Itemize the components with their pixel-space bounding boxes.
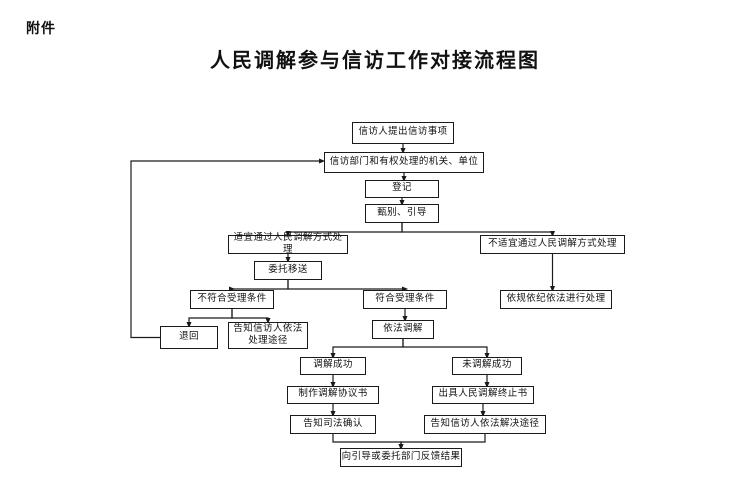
flow-node-n2: 信访部门和有权处理的机关、单位 xyxy=(324,152,484,173)
flow-node-n8: 不符合受理条件 xyxy=(190,290,274,309)
flow-node-n9: 符合受理条件 xyxy=(363,290,447,309)
flow-node-n3: 登记 xyxy=(365,180,439,198)
flow-node-n14: 调解成功 xyxy=(300,357,366,375)
flow-node-n10: 依规依纪依法进行处理 xyxy=(500,290,612,309)
flow-node-n5: 适宜通过人民调解方式处理 xyxy=(228,233,348,255)
flow-node-n7: 委托移送 xyxy=(254,261,322,280)
flow-node-n18: 告知司法确认 xyxy=(290,415,376,434)
flow-node-n15: 未调解成功 xyxy=(452,357,522,375)
flow-edge-n8-n12 xyxy=(231,309,271,325)
attachment-label: 附件 xyxy=(26,21,56,37)
flow-edge-n13-n15 xyxy=(402,339,490,360)
flow-node-n12: 告知信访人依法 处理途径 xyxy=(228,322,308,349)
flow-edge-n7-n8 xyxy=(228,280,289,292)
flow-node-n20: 向引导或委托部门反馈结果 xyxy=(340,448,462,467)
flow-node-n6: 不适宜通过人民调解方式处理 xyxy=(480,235,625,254)
flow-edge-n7-n9 xyxy=(287,280,409,292)
flow-node-n13: 依法调解 xyxy=(372,320,434,339)
flow-edge-n13-n14 xyxy=(330,339,404,360)
flow-node-n16: 制作调解协议书 xyxy=(287,386,379,404)
flow-edge-n8-n11 xyxy=(186,309,233,329)
page-title: 人民调解参与信访工作对接流程图 xyxy=(210,50,540,72)
flow-edge-n19-n20 xyxy=(398,434,486,451)
flow-node-n1: 信访人提出信访事项 xyxy=(352,122,454,144)
flow-edge-n4-n6 xyxy=(401,223,556,238)
flow-edge-n18-n20 xyxy=(332,434,404,451)
flow-node-n17: 出具人民调解终止书 xyxy=(432,386,534,404)
flow-node-n4: 甄别、引导 xyxy=(365,204,439,223)
flow-edge-n11-n2 xyxy=(130,158,326,339)
flow-node-n11: 退回 xyxy=(160,326,218,349)
flow-node-n19: 告知信访人依法解决途径 xyxy=(424,415,546,434)
